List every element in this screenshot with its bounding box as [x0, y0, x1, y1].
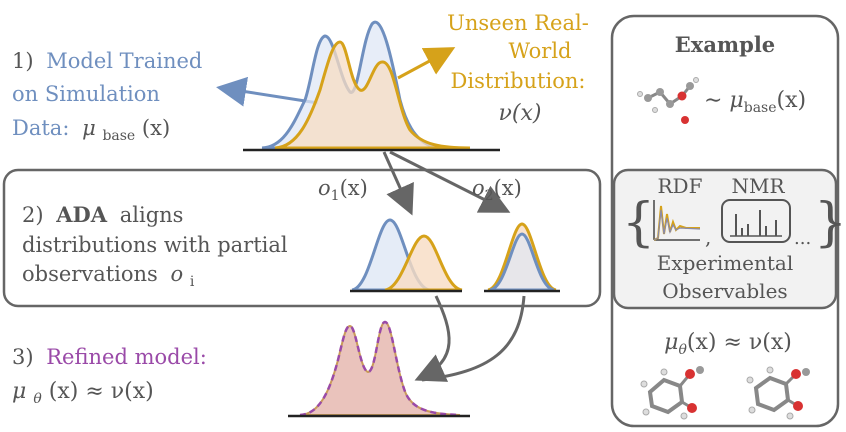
refined-model-curve — [299, 320, 461, 417]
nmr-label: NMR — [731, 174, 785, 198]
obs1-real-curve — [384, 234, 463, 292]
svg-text:Data: μ base: Data: μ base (x) — [12, 116, 170, 145]
step1-label: 1) Model Trained on Simulation Data: μ b… — [12, 49, 202, 145]
molecule-sim-icon — [637, 77, 699, 124]
step2-box — [2, 168, 602, 308]
observable-comma: , — [705, 225, 711, 249]
step1-line2: on Simulation — [12, 82, 160, 106]
model-pointer-arrow — [216, 76, 319, 107]
svg-text:μ θ (x) ≈ ν(x): μ θ (x) ≈ ν(x) — [12, 379, 154, 409]
svg-text:3) Refined model:: 3) Refined model: — [12, 345, 207, 369]
step1-mu-arg: (x) — [142, 116, 170, 140]
step2-label: 2) ADA aligns distributions with partial… — [22, 202, 288, 290]
step3-rest: (x) ≈ ν(x) — [49, 379, 154, 404]
example-panel — [610, 14, 840, 428]
svg-text:1) Model Trained: 1) Model Trained — [12, 49, 202, 73]
step1-data-word: Data: — [12, 116, 69, 140]
observables-line2: Observables — [662, 279, 787, 303]
step2-o-sub: i — [190, 274, 195, 290]
step1-prefix: 1) — [12, 49, 34, 73]
step2-aligns: aligns — [120, 203, 184, 227]
rdf-mini-plot — [653, 200, 701, 241]
step3-mu: μ — [12, 379, 26, 404]
obs1-plot — [350, 218, 463, 293]
step3-line1: Refined model: — [46, 345, 207, 369]
svg-text:observations o i: observations o i — [22, 262, 195, 290]
example-refined-equation: μθ(x) ≈ ν(x) — [664, 330, 792, 358]
step1-line1: Model Trained — [46, 49, 202, 73]
obs2-plot — [484, 222, 560, 293]
refine-arrow-1 — [414, 295, 451, 382]
molecule-refined-icon-1 — [640, 366, 704, 420]
molecule-refined-icon-2 — [746, 366, 810, 420]
obs2-arrow — [389, 150, 511, 213]
step2-line2: distributions with partial — [22, 233, 288, 257]
right-brace-icon: } — [814, 193, 846, 253]
example-title: Example — [675, 32, 775, 57]
observable-ellipsis: ... — [794, 228, 811, 249]
obs2-base-curve — [489, 232, 555, 292]
real-world-curve — [274, 40, 471, 150]
top-distribution-plot — [243, 20, 500, 152]
step2-prefix: 2) — [22, 203, 44, 227]
svg-text:2) ADA aligns: 2) ADA aligns — [22, 202, 183, 227]
unseen-label: Unseen Real- World Distribution: ν(x) — [447, 11, 589, 126]
step3-label: 3) Refined model: μ θ (x) ≈ ν(x) — [12, 345, 207, 409]
obs1-label: o1(x) — [318, 176, 368, 204]
step2-ada: ADA — [55, 202, 108, 227]
step2-line3: observations — [22, 262, 158, 286]
unseen-line3: Distribution: — [451, 69, 586, 93]
unseen-line2: World — [509, 39, 572, 63]
step3-prefix: 3) — [12, 345, 34, 369]
obs2-label: o2(x) — [472, 176, 522, 204]
left-brace-icon: { — [622, 193, 655, 253]
refine-arrow-2 — [421, 295, 526, 382]
real-world-pointer-arrow — [397, 47, 456, 80]
step3-mu-sub: θ — [33, 391, 42, 407]
observables-line1: Experimental — [657, 251, 794, 275]
rdf-label: RDF — [658, 174, 703, 198]
refined-plot — [288, 320, 470, 418]
step2-o: o — [171, 262, 184, 286]
obs1-arrow — [382, 151, 414, 216]
example-sim-equation: ∼ μbase(x) — [704, 88, 806, 116]
step1-mu: μ — [82, 116, 96, 140]
nmr-mini-plot — [721, 199, 791, 243]
step1-mu-sub: base — [102, 128, 135, 144]
unseen-nu: ν(x) — [499, 101, 542, 126]
unseen-line1: Unseen Real- — [447, 11, 589, 35]
